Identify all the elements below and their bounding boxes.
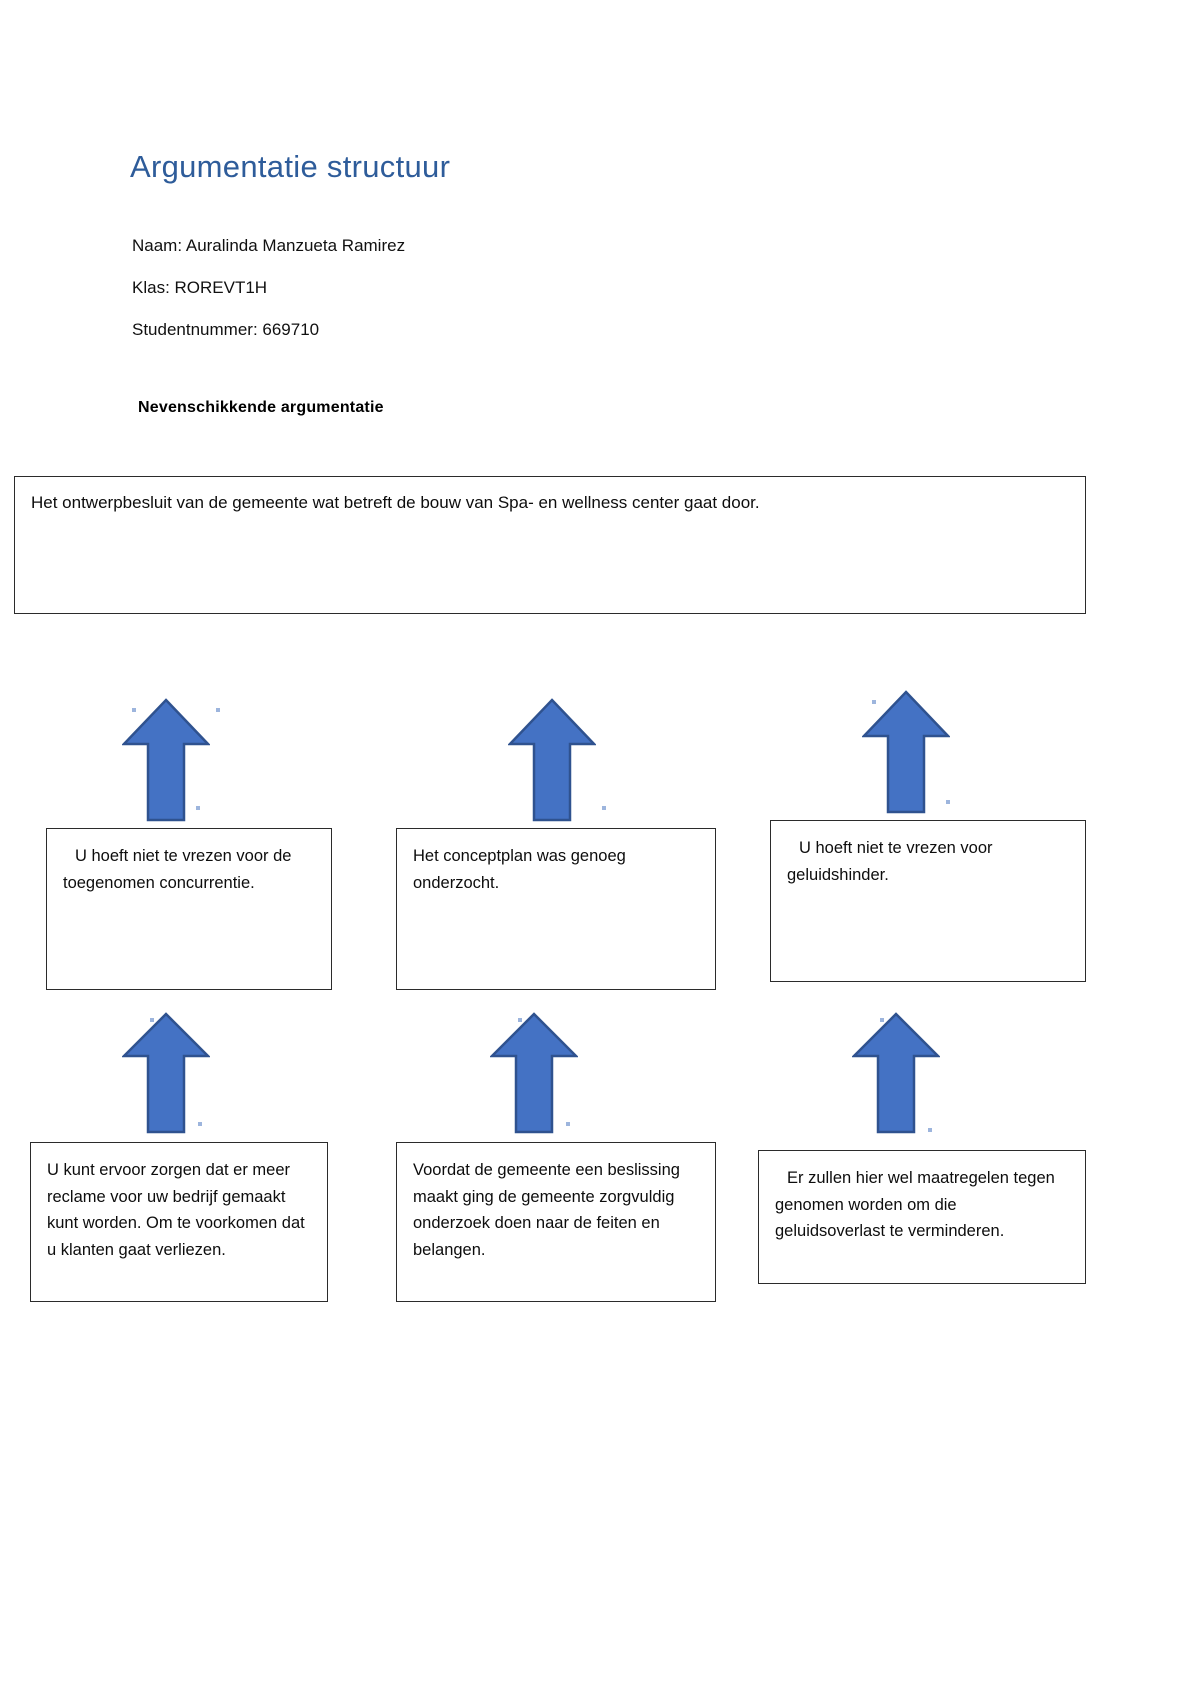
argument-box-2: Het conceptplan was genoeg onderzocht.	[396, 828, 716, 990]
support-text-2: Voordat de gemeente een beslissing maakt…	[413, 1161, 680, 1260]
support-text-1: U kunt ervoor zorgen dat er meer reclame…	[47, 1161, 305, 1260]
handle-dot	[946, 800, 950, 804]
student-class-line: Klas: ROREVT1H	[132, 278, 268, 297]
handle-dot	[198, 1122, 202, 1126]
handle-dot	[132, 708, 136, 712]
argument-text-1: U hoeft niet te vrezen voor de toegenome…	[63, 847, 292, 892]
standpoint-text: Het ontwerpbesluit van de gemeente wat b…	[31, 493, 760, 512]
student-number-line: Studentnummer: 669710	[132, 320, 320, 339]
section-heading: Nevenschikkende argumentatie	[138, 399, 384, 416]
up-arrow-icon-argument-1	[122, 698, 210, 822]
argument-text-2: Het conceptplan was genoeg onderzocht.	[413, 847, 626, 892]
argument-box-3: U hoeft niet te vrezen voor geluidshinde…	[770, 820, 1086, 982]
standpoint-box: Het ontwerpbesluit van de gemeente wat b…	[14, 476, 1086, 614]
handle-dot	[196, 806, 200, 810]
up-arrow-icon-argument-3	[862, 690, 950, 814]
handle-dot	[602, 806, 606, 810]
handle-dot	[150, 1018, 154, 1022]
argument-box-1: U hoeft niet te vrezen voor de toegenome…	[46, 828, 332, 990]
handle-dot	[518, 1018, 522, 1022]
support-text-3: Er zullen hier wel maatregelen tegen gen…	[775, 1169, 1055, 1241]
up-arrow-icon-argument-2	[508, 698, 596, 822]
handle-dot	[880, 1018, 884, 1022]
support-box-1: U kunt ervoor zorgen dat er meer reclame…	[30, 1142, 328, 1302]
up-arrow-icon-support-2	[490, 1012, 578, 1134]
support-box-2: Voordat de gemeente een beslissing maakt…	[396, 1142, 716, 1302]
handle-dot	[566, 1122, 570, 1126]
handle-dot	[216, 708, 220, 712]
page-title: Argumentatie structuur	[130, 149, 451, 184]
up-arrow-icon-support-3	[852, 1012, 940, 1134]
student-name-line: Naam: Auralinda Manzueta Ramirez	[132, 236, 406, 255]
support-box-3: Er zullen hier wel maatregelen tegen gen…	[758, 1150, 1086, 1284]
handle-dot	[928, 1128, 932, 1132]
handle-dot	[872, 700, 876, 704]
up-arrow-icon-support-1	[122, 1012, 210, 1134]
argument-text-3: U hoeft niet te vrezen voor geluidshinde…	[787, 839, 993, 884]
